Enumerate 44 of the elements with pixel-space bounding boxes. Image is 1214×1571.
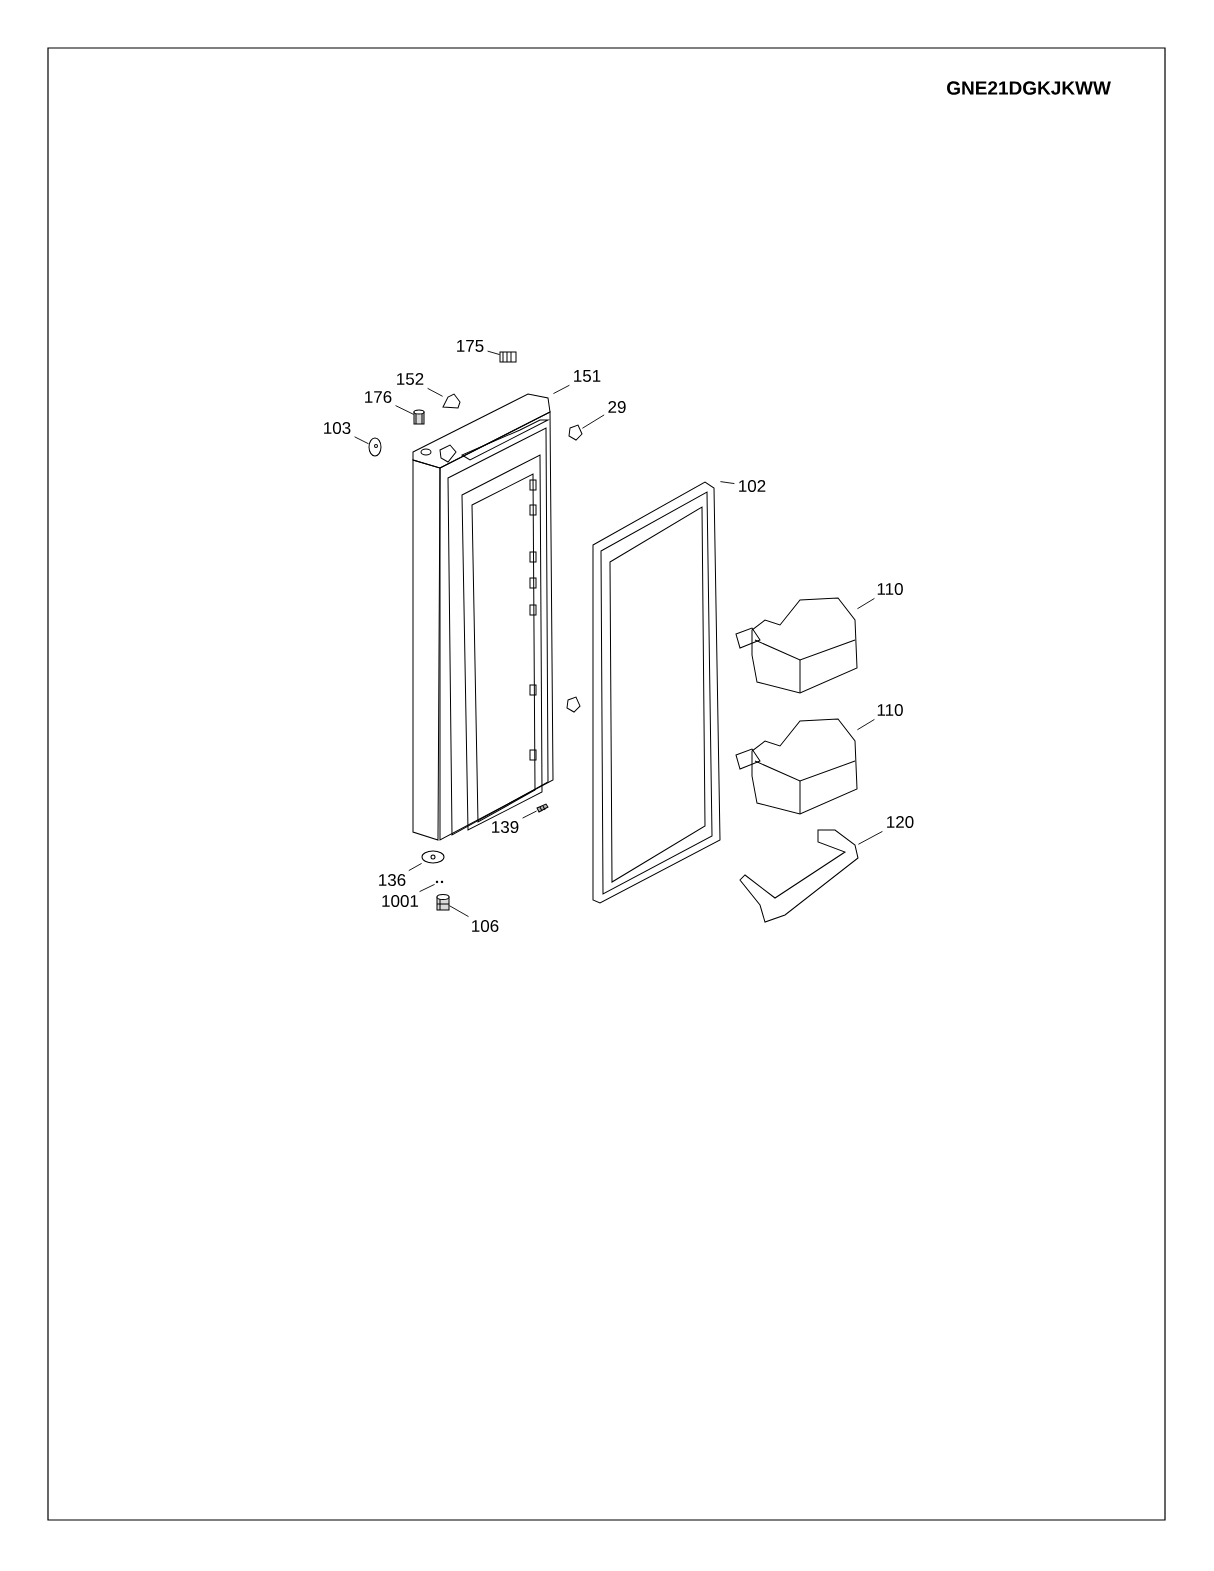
cap-drawing [413, 409, 425, 425]
bin-drawing [739, 829, 859, 923]
washer-drawing [368, 437, 382, 457]
callout-number: 29 [608, 401, 626, 413]
callout-number: 139 [492, 821, 519, 834]
leader-line [856, 598, 875, 610]
callout-number: 136 [379, 874, 406, 886]
gasket-drawing [592, 481, 721, 904]
callout-number: 152 [397, 373, 424, 385]
leader-line [487, 350, 501, 356]
leader-line [395, 405, 415, 415]
leader-line [354, 436, 370, 445]
bin-drawing [735, 597, 858, 694]
cap-drawing [442, 393, 461, 409]
leader-line [522, 810, 538, 819]
pin-drawing [536, 803, 549, 813]
callout-number: 103 [324, 422, 351, 434]
leader-line [408, 862, 423, 872]
model-number: GNE21DGKJKWW [947, 81, 1111, 95]
leader-line [857, 830, 883, 845]
leader-line [856, 718, 875, 731]
plate-drawing [421, 850, 445, 864]
callout-number: 110 [877, 704, 903, 716]
hinge-drawing [568, 424, 583, 441]
door-drawing [412, 393, 554, 841]
callout-number: 106 [472, 920, 499, 932]
callout-number: 176 [365, 391, 392, 403]
callout-number: 1001 [382, 895, 419, 908]
callout-number: 102 [739, 480, 766, 492]
leader-line [719, 481, 735, 484]
hinge-drawing [566, 696, 581, 713]
leader-line [427, 387, 444, 397]
callout-number: 120 [887, 816, 914, 828]
screws-drawing [435, 880, 444, 884]
bushing-drawing [436, 894, 450, 911]
leader-line [581, 414, 605, 429]
bin-drawing [735, 718, 858, 815]
callout-number: 110 [877, 583, 903, 595]
leader-line [448, 905, 469, 918]
leader-line [419, 883, 436, 893]
callout-number: 175 [457, 340, 484, 352]
callout-number: 151 [574, 370, 601, 382]
leader-line [552, 384, 570, 395]
connector-drawing [499, 351, 517, 363]
